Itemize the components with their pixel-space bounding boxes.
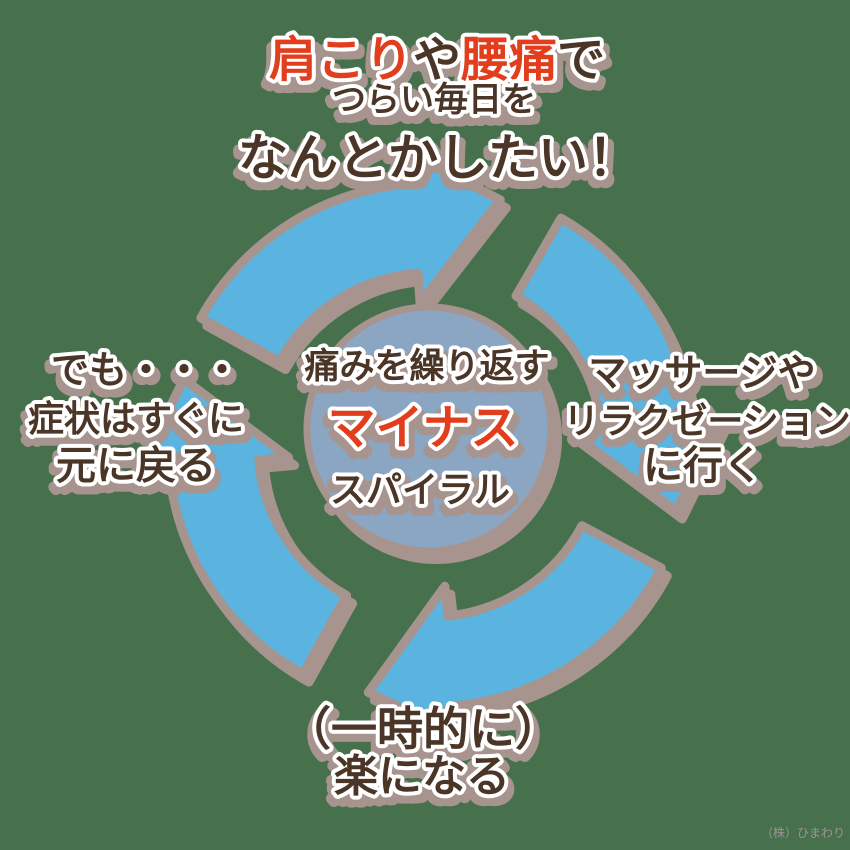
center-line1: 痛みを繰り返す (304, 347, 549, 387)
top-line3-shadow2: なんとかしたい！ (243, 136, 643, 194)
center-line2-shadow: マイナス (323, 407, 514, 463)
right-line3: に行く (643, 443, 763, 489)
arrow-top (196, 149, 505, 367)
top-line1-shadow: 肩こりや腰痛で (265, 39, 601, 95)
top-line2-shadow2: つらい毎日を (337, 87, 541, 127)
right-line1-shadow2: マッサージや (593, 358, 820, 402)
left-line2-shadow: 症状はすぐに (24, 406, 240, 447)
left-line1-shadow2: でも・・・ (56, 355, 246, 399)
top-line2: つらい毎日を (332, 80, 536, 120)
center-line2-minus: マイナス (327, 400, 518, 456)
center-line2-shadow2: マイナス (332, 407, 523, 463)
top-line1-part-ya: や (413, 32, 461, 88)
top-line2-shadow: つらい毎日を (328, 87, 532, 127)
bottom-line2-shadow2: 楽になる (339, 758, 515, 809)
right-line3-shadow2: に行く (648, 450, 768, 496)
label-step-top: 肩こりや腰痛で 肩こりや腰痛で 肩こりや腰痛で つらい毎日を つらい毎日を つら… (229, 28, 648, 199)
right-line2-shadow2: リラクゼーション (568, 408, 850, 449)
label-step-right: マッサージや マッサージや マッサージや リラクゼーション リラクゼーション リ… (554, 347, 850, 501)
bottom-line2: 楽になる (334, 751, 510, 802)
bottom-line1-shadow2: （一時的に） (290, 709, 566, 763)
left-line1: でも・・・ (51, 348, 241, 392)
top-line3-shadow: なんとかしたい！ (234, 136, 634, 194)
top-line3: なんとかしたい！ (238, 129, 638, 187)
bottom-line1: （一時的に） (285, 702, 561, 756)
top-line1-part-katakori: 肩こり (269, 32, 413, 88)
label-step-left: でも・・・ でも・・・ でも・・・ 症状はすぐに 症状はすぐに 症状はすぐに 元… (19, 344, 254, 501)
bottom-line2-shadow: 楽になる (330, 758, 506, 809)
left-line2-shadow2: 症状はすぐに (33, 406, 249, 447)
top-line1-part-youtsuu: 腰痛 (461, 32, 557, 88)
right-line1: マッサージや (588, 351, 815, 395)
top-line1-shadow2: 肩こりや腰痛で (274, 39, 610, 95)
center-line1-shadow2: 痛みを繰り返す (309, 354, 554, 394)
left-line3-shadow: 元に戻る (52, 450, 212, 496)
left-line3: 元に戻る (56, 443, 216, 489)
arrow-left (134, 374, 352, 679)
left-line2: 症状はすぐに (28, 399, 244, 440)
right-line3-shadow: に行く (639, 450, 759, 496)
top-line1: 肩こりや腰痛で (269, 32, 605, 88)
center-line3: スパイラル (330, 470, 510, 511)
right-line2-shadow: リラクゼーション (559, 408, 846, 449)
center-line1-shadow: 痛みを繰り返す (300, 354, 545, 394)
arrow-bottom (363, 521, 666, 740)
right-line2: リラクゼーション (563, 401, 850, 442)
label-center: 痛みを繰り返す 痛みを繰り返す 痛みを繰り返す マイナス マイナス マイナス ス… (295, 343, 559, 523)
cycle-arrows (134, 149, 726, 740)
left-line1-shadow: でも・・・ (47, 355, 237, 399)
top-line1-part-de: で (557, 32, 605, 88)
watermark-credit: （株）ひまわり (761, 825, 845, 840)
label-step-bottom: （一時的に） （一時的に） （一時的に） 楽になる 楽になる 楽になる (276, 698, 571, 814)
bottom-line1-shadow: （一時的に） (281, 709, 557, 763)
center-line3-shadow2: スパイラル (335, 477, 515, 518)
left-line3-shadow2: 元に戻る (61, 450, 221, 496)
right-line1-shadow: マッサージや (584, 358, 811, 402)
center-line3-shadow: スパイラル (326, 477, 506, 518)
center-circle (303, 303, 555, 555)
arrow-right (511, 213, 726, 516)
